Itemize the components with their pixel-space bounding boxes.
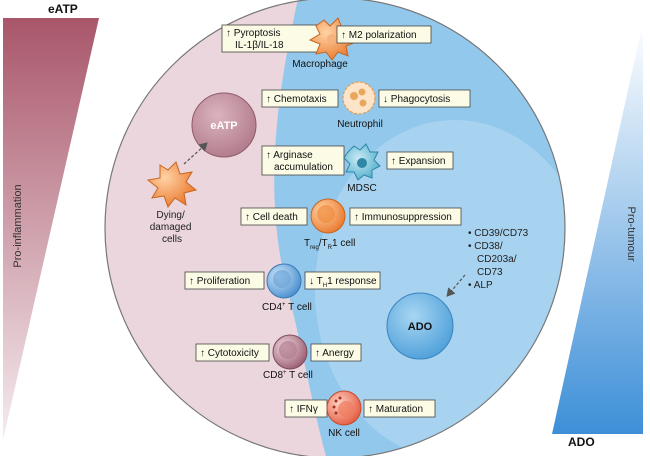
pro-inflammation-wedge xyxy=(3,18,99,440)
cd8-effect-text: ↑ Anergy xyxy=(315,348,354,359)
cd4-effect-end: 1 response xyxy=(327,276,377,287)
macrophage-effect-text: IL-1β/IL-18 xyxy=(235,40,284,51)
ado-circle xyxy=(386,292,454,360)
neutrophil-icon xyxy=(342,81,376,115)
mdsc-effect-text: accumulation xyxy=(274,162,333,173)
enzyme-item: • CD39/CD73 xyxy=(468,228,529,239)
treg-label: Treg/TR1 cell xyxy=(304,238,355,251)
cd4-effect-sub: H xyxy=(323,283,327,289)
mdsc-effect-text: ↑ Arginase xyxy=(266,150,313,161)
treg-label-main: T xyxy=(304,238,310,249)
neutrophil-effect-text: ↓ Phagocytosis xyxy=(383,94,450,105)
cd8-label: CD8+ T cell xyxy=(263,370,313,381)
neutrophil-nucleus-lobe xyxy=(358,88,366,96)
enzyme-item: • ALP xyxy=(468,280,493,291)
dying-cells-line-1: Dying/ xyxy=(156,210,185,221)
corner-label-eatp: eATP xyxy=(48,2,78,16)
ado-label: ADO xyxy=(408,321,433,333)
cd4-label: CD4+ T cell xyxy=(262,302,312,313)
cd4-label-end: T cell xyxy=(286,302,312,313)
eatp-label: eATP xyxy=(210,120,237,132)
pink-region xyxy=(105,0,330,458)
cd4-effect-main: ↓ T xyxy=(309,276,323,287)
pro-tumour-label: Pro-tumour xyxy=(625,206,637,261)
enzyme-list: • CD39/CD73 • CD38/ CD203a/ CD73 • ALP xyxy=(468,228,531,291)
nk-effect-text: ↑ IFNγ xyxy=(289,404,318,415)
cd4-effect-box-left xyxy=(184,271,265,290)
corner-label-ado: ADO xyxy=(568,435,595,449)
mdsc-effect-text: ↑ Expansion xyxy=(391,156,445,167)
pro-tumour-wedge xyxy=(552,22,643,434)
neutrophil-row: ↑ Chemotaxis ↓ Phagocytosis Neutrophil xyxy=(261,81,471,130)
mdsc-label: MDSC xyxy=(347,183,376,194)
treg-effect-box-right xyxy=(349,207,462,226)
cd8-effect-box-left xyxy=(195,343,270,362)
cd8-nucleus xyxy=(279,341,297,359)
neutrophil-effect-box-left xyxy=(261,89,339,108)
nk-row: ↑ IFNγ ↑ Maturation NK cell xyxy=(284,390,436,439)
eatp-circle xyxy=(191,92,257,158)
nk-granule xyxy=(338,396,342,400)
cd4-label-main: CD4 xyxy=(262,302,282,313)
enzyme-item: CD73 xyxy=(477,267,503,278)
treg-label-sub: R xyxy=(328,245,333,251)
cd4-label-sup: + xyxy=(282,302,286,308)
macrophage-effect-box-left xyxy=(221,24,321,53)
nk-label: NK cell xyxy=(328,428,360,439)
cd8-effect-box-right xyxy=(310,343,362,362)
neutrophil-effect-box-right xyxy=(378,89,471,108)
treg-nucleus xyxy=(317,205,335,223)
cd8-label-end: T cell xyxy=(287,370,313,381)
nk-granule xyxy=(334,399,338,403)
svg-text:↑ Pyroptosis IL-1β/IL-18: ↑ Pyroptosis IL-1β/IL-18 xyxy=(226,28,284,51)
treg-effect-box-left xyxy=(240,207,308,226)
macrophage-label: Macrophage xyxy=(292,59,348,70)
treg-row: ↑ Cell death ↑ Immunosuppression Treg/TR… xyxy=(240,198,462,251)
ado-generation-arrow xyxy=(446,274,466,297)
dying-cells-line-3: cells xyxy=(162,234,182,245)
macrophage-effect-text: ↑ M2 polarization xyxy=(341,30,417,41)
neutrophil-label: Neutrophil xyxy=(337,119,383,130)
macrophage-effect-box-right xyxy=(336,25,432,44)
dying-cell-icon xyxy=(146,161,198,209)
nk-granule xyxy=(332,405,336,409)
mdsc-effect-box-right xyxy=(386,151,454,170)
cd4-nucleus xyxy=(273,270,291,288)
cd4-effect-text: ↑ Proliferation xyxy=(189,276,250,287)
treg-label-end: 1 cell xyxy=(332,238,355,249)
nk-granule xyxy=(334,411,338,415)
cd4-row: ↑ Proliferation ↓ TH1 response CD4+ T ce… xyxy=(184,263,381,313)
enzyme-item: CD203a/ xyxy=(477,254,517,265)
nk-effect-box-right xyxy=(363,399,436,418)
cd8-row: ↑ Cytotoxicity ↑ Anergy CD8+ T cell xyxy=(195,334,362,381)
treg-label-mid: /T xyxy=(319,238,328,249)
treg-effect-text: ↑ Cell death xyxy=(245,212,298,223)
cd8-label-main: CD8 xyxy=(263,370,283,381)
mdsc-nucleus xyxy=(357,158,367,168)
dying-cells-line-2: damaged xyxy=(150,222,192,233)
cd4-effect-text: ↓ TH1 response xyxy=(309,276,377,289)
dying-cells-label: Dying/ damaged cells xyxy=(150,210,194,245)
cd8-effect-text: ↑ Cytotoxicity xyxy=(200,348,259,359)
neutrophil-nucleus-lobe xyxy=(359,99,367,107)
treg-effect-text: ↑ Immunosuppression xyxy=(354,212,452,223)
nk-nucleus xyxy=(338,401,354,417)
svg-text:↑ Arginase accumulation: ↑ Arginase accumulation xyxy=(266,150,333,173)
nk-effect-text: ↑ Maturation xyxy=(368,404,423,415)
cd4-effect-box-right xyxy=(304,271,381,290)
mdsc-effect-box-left xyxy=(261,145,345,176)
macrophage-row: ↑ Pyroptosis IL-1β/IL-18 ↑ M2 polarizati… xyxy=(221,17,432,70)
macrophage-effect-text: ↑ Pyroptosis xyxy=(226,28,280,39)
neutrophil-effect-text: ↑ Chemotaxis xyxy=(266,94,327,105)
mdsc-row: ↑ Arginase accumulation ↑ Expansion MDSC xyxy=(261,143,454,194)
pro-inflammation-label: Pro-inflammation xyxy=(12,184,24,267)
cd8-label-sup: + xyxy=(283,370,287,376)
treg-label-sub: reg xyxy=(310,245,319,251)
enzyme-item: • CD38/ xyxy=(468,241,503,252)
macrophage-nucleus xyxy=(327,34,337,44)
neutrophil-nucleus-lobe xyxy=(350,92,358,100)
